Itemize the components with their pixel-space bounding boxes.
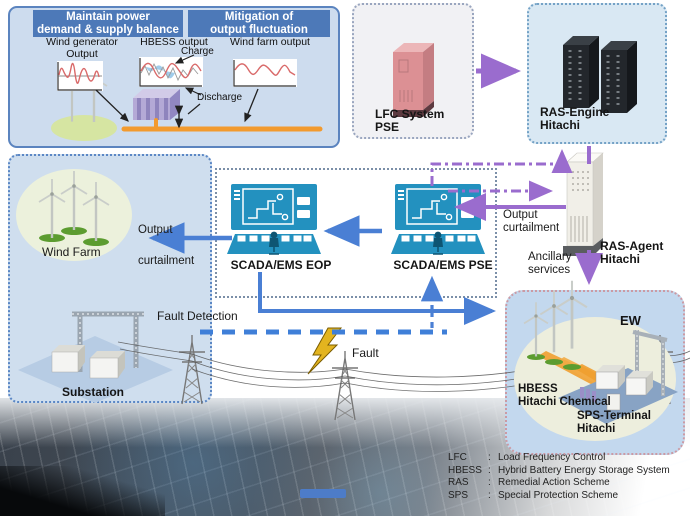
legend-abbr: RAS xyxy=(448,477,469,489)
scada-pse-label: SCADA/EMS PSE xyxy=(393,258,493,272)
legend-row: LFC : Load Frequency Control xyxy=(448,452,688,465)
wind-farm-label: Wind Farm xyxy=(42,245,101,259)
scada-eop-label: SCADA/EMS EOP xyxy=(230,258,332,272)
ew-label: EW xyxy=(620,313,641,328)
ancillary-services-label: Ancillary services xyxy=(528,251,572,276)
wind-generator-output-label: Wind generator Output xyxy=(46,36,118,60)
city-photo-dark-corner xyxy=(0,466,165,516)
ras-agent-server-icon xyxy=(563,152,604,256)
legend-separator: : xyxy=(488,489,491,501)
legend-full: Remedial Action Scheme xyxy=(498,477,610,489)
substation-label: Substation xyxy=(62,385,124,399)
legend-abbr: SPS xyxy=(448,489,469,501)
legend-full: Special Protection Scheme xyxy=(498,489,619,501)
legend-separator: : xyxy=(488,464,491,476)
city-photo-blue-bar xyxy=(300,489,346,498)
header-maintain-balance: Maintain power demand & supply balance xyxy=(33,10,183,37)
discharge-annotation: Discharge xyxy=(197,92,243,103)
legend-separator: : xyxy=(488,452,491,463)
sps-terminal-label: SPS-Terminal Hitachi xyxy=(577,410,651,435)
header-mitigation-fluctuation: Mitigation of output fluctuation xyxy=(188,10,330,37)
lfc-label: LFC System PSE xyxy=(375,107,445,134)
fault-detection-label: Fault Detection xyxy=(157,309,238,323)
ras-engine-box xyxy=(527,3,667,144)
legend-row: RAS : Remedial Action Scheme xyxy=(448,477,688,490)
legend-abbr: HBESS xyxy=(448,464,482,476)
charge-annotation: Charge xyxy=(181,46,214,57)
legend-full: Hybrid Battery Energy Storage System xyxy=(498,464,670,476)
output-curtailment-eop-label: Output curtailment xyxy=(138,224,195,267)
hbess-plant-label: HBESS Hitachi Chemical xyxy=(518,383,611,408)
ras-agent-label: RAS-Agent Hitachi xyxy=(600,239,664,266)
wind-farm-output-label: Wind farm output xyxy=(230,36,310,48)
fault-label: Fault xyxy=(352,346,379,360)
ras-engine-label: RAS-Engine Hitachi xyxy=(540,105,610,132)
legend-separator: : xyxy=(488,477,491,489)
legend-row: SPS : Special Protection Scheme xyxy=(448,490,688,503)
hbess-output-label: HBESS output xyxy=(140,36,208,48)
wind-farm-substation-box xyxy=(8,154,212,403)
legend-row: HBESS : Hybrid Battery Energy Storage Sy… xyxy=(448,465,688,478)
legend-abbr: LFC xyxy=(448,452,467,463)
output-curtailment-ras-label: Output curtailment xyxy=(503,209,560,234)
legend-full: Load Frequency Control xyxy=(498,452,606,463)
legend: LFC : Load Frequency Control HBESS : Hyb… xyxy=(448,452,688,502)
lightning-bolt-icon xyxy=(307,327,343,375)
scada-ems-box xyxy=(215,168,497,298)
